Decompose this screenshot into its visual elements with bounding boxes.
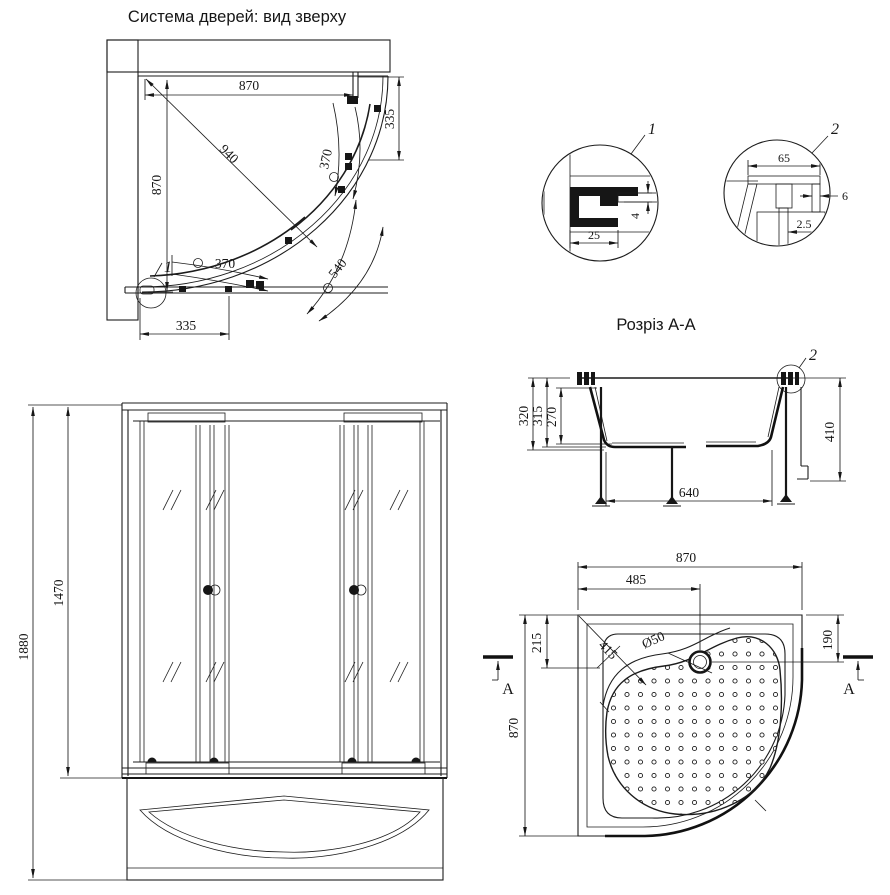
seam-ticks — [596, 645, 767, 812]
dim-940-diagonal: 940 — [217, 141, 242, 166]
apron-ornament — [139, 795, 430, 859]
glass-panel-section — [778, 207, 789, 245]
door-knob-left[interactable] — [203, 584, 221, 596]
detail-callout-circle — [135, 277, 167, 309]
rail-post — [775, 183, 793, 209]
door-track-left — [147, 412, 226, 423]
panel-stiles — [139, 421, 425, 762]
dim-1470: 1470 — [51, 579, 66, 606]
dim-270: 270 — [544, 407, 559, 428]
rail-posts — [577, 372, 799, 385]
arc-length-symbol — [329, 172, 339, 182]
section-view: Розріз А-А 2 — [516, 316, 846, 507]
roller-brackets — [179, 105, 381, 292]
door-rollers — [147, 757, 421, 762]
dim-line-940 — [145, 78, 318, 248]
detail-1-wall — [543, 146, 571, 260]
dim-870-left: 870 — [149, 175, 164, 196]
dim-320: 320 — [516, 406, 531, 427]
top-rail-cap — [747, 175, 821, 185]
panel-bracket — [347, 96, 358, 104]
section-letter: A — [502, 681, 514, 698]
section-title: Розріз А-А — [616, 316, 695, 334]
wall-left — [106, 39, 139, 321]
wall-profile-top — [570, 187, 638, 196]
bottom-track-left — [145, 762, 230, 775]
section-marker-left: A — [483, 655, 514, 698]
dim-870-top: 870 — [239, 78, 260, 93]
plan-callout-1: 1 — [164, 259, 172, 276]
plan-title: Система дверей: вид зверху — [128, 8, 347, 26]
wall-profile-left — [570, 187, 579, 227]
dim-370-lower: 370 — [215, 256, 236, 271]
tray-bowl-cut — [588, 386, 686, 449]
detail-2: 65 2.5 6 2 — [723, 121, 848, 247]
anti-slip-floor — [604, 636, 783, 816]
wall-profile-bottom — [570, 218, 618, 227]
callout-leader — [811, 135, 829, 154]
arc-length-symbol — [193, 258, 203, 268]
drain — [688, 650, 712, 674]
wall-profile-stub — [600, 196, 618, 206]
dim-1880: 1880 — [16, 633, 31, 660]
callout-leader — [798, 357, 807, 369]
dim-drain-diameter: Ø50 — [639, 628, 667, 651]
detail-1-label: 1 — [648, 121, 656, 138]
plan-view: Система дверей: вид зверху 870 — [106, 8, 404, 340]
detail-callout-circle — [776, 364, 806, 394]
dim-870-tray-top: 870 — [676, 550, 697, 565]
top-rail-leg-left — [732, 183, 758, 245]
dim-370-upper: 370 — [316, 147, 335, 170]
dim-215: 215 — [529, 633, 544, 654]
tray-apron — [126, 777, 444, 881]
dim-485: 485 — [626, 572, 647, 587]
dim-410: 410 — [822, 422, 837, 443]
dim-4: 4 — [628, 213, 642, 219]
apron-edge — [797, 387, 809, 480]
arc-length-symbol — [323, 283, 333, 293]
detail-2-circle — [723, 139, 831, 247]
front-view: 1880 1470 — [16, 402, 448, 881]
tray-plan-view: 870 485 215 870 190 415 Ø50 A — [483, 550, 873, 838]
curved-panel-outer — [141, 75, 389, 293]
dim-25: 25 — [588, 228, 600, 242]
dim-870-tray-left: 870 — [506, 718, 521, 739]
bowl-band — [602, 627, 731, 707]
dim-6: 6 — [842, 189, 848, 203]
dim-315: 315 — [530, 406, 545, 427]
tray-seat-cut — [706, 386, 785, 448]
top-rail-leg-right — [811, 183, 821, 213]
dim-2-5: 2.5 — [797, 217, 812, 231]
bottom-track-right — [341, 762, 426, 775]
enclosure-corner-walls — [137, 75, 388, 292]
glass-hatch-marks — [162, 489, 409, 683]
dim-640: 640 — [679, 485, 700, 500]
door-track-right — [343, 412, 423, 423]
section-marker-right: A — [843, 655, 873, 698]
dim-540-arc: 540 — [325, 255, 349, 280]
sill-end-cap — [139, 285, 155, 295]
section-letter: A — [843, 681, 855, 698]
detail-1: 25 4 1 — [541, 121, 659, 262]
curved-panel-inner — [141, 75, 384, 288]
callout-leader — [630, 134, 646, 155]
dim-415: 415 — [596, 637, 621, 662]
detail-1-circle — [541, 144, 659, 262]
section-callout-2: 2 — [809, 347, 817, 364]
door-knob-right[interactable] — [349, 584, 367, 596]
dim-335-bottom: 335 — [176, 318, 197, 333]
detail-2-label: 2 — [831, 121, 839, 138]
dim-65: 65 — [778, 151, 790, 165]
dim-190: 190 — [820, 630, 835, 651]
wall-top — [106, 39, 391, 73]
callout-leader — [153, 262, 163, 278]
dim-335-right: 335 — [382, 109, 397, 130]
